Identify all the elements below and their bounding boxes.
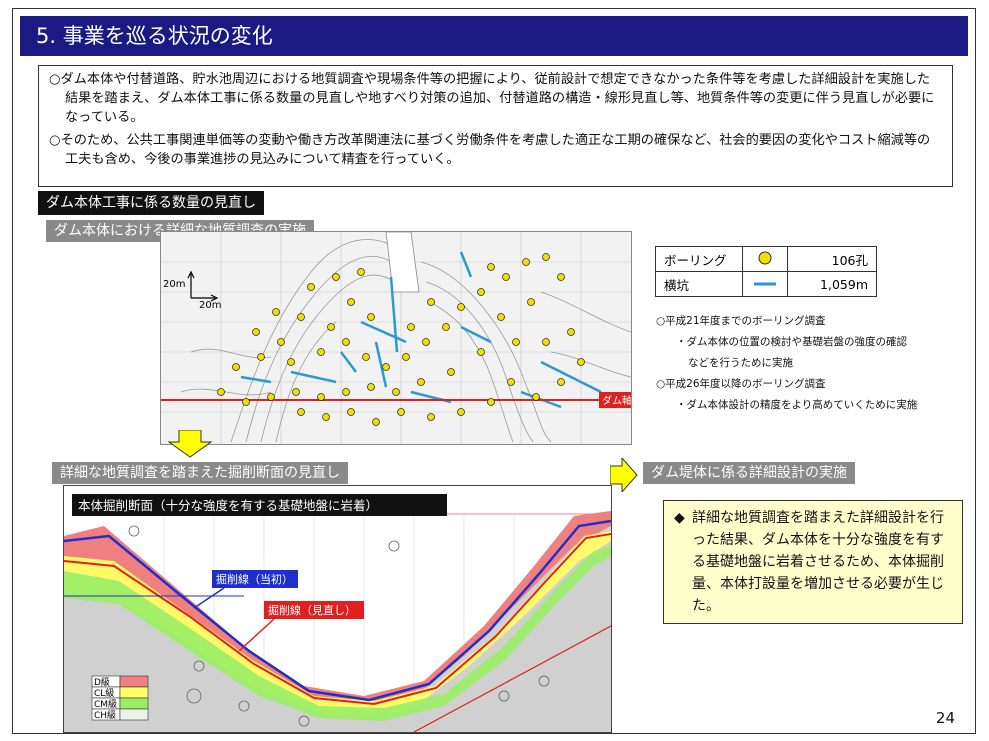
section-header: ダム本体工事に係る数量の見直し <box>38 191 264 215</box>
excavation-section-drawing: 本体掘削断面（十分な強度を有する基礎地盤に岩着） 掘削線（当初） 掘削線（見直し… <box>64 486 611 732</box>
slide-title: 5. 事業を巡る状況の変化 <box>20 16 968 56</box>
note-4: ○平成26年度以降のボーリング調査 <box>656 378 826 390</box>
legend-value-boring: 106孔 <box>787 246 877 272</box>
legend-label-adit: 横坑 <box>655 271 743 297</box>
revised-line-badge <box>264 601 364 619</box>
dam-axis-badge <box>599 392 631 408</box>
intro-paragraph-2: ○そのため、公共工事関連単価等の変動や働き方改革関連法に基づく労働条件を考慮した… <box>49 133 931 167</box>
sub-header-design: ダム堤体に係る詳細設計の実施 <box>643 462 855 484</box>
rock-class-ch: CH級 <box>94 709 116 721</box>
initial-line-badge <box>212 570 298 588</box>
scale-vertical-label: 20m <box>163 279 185 290</box>
yellow-circle-icon <box>758 251 772 264</box>
legend-row-adit: 横坑 1,059m <box>655 271 877 297</box>
intro-box: ○ダム本体や付替道路、貯水池周辺における地質調査や現場条件等の把握により、従前設… <box>38 65 953 187</box>
sub-header-excavation: 詳細な地質調査を踏まえた掘削断面の見直し <box>52 462 348 484</box>
slide: 5. 事業を巡る状況の変化 ○ダム本体や付替道路、貯水池周辺における地質調査や現… <box>12 8 976 734</box>
section-caption-bg <box>72 494 447 516</box>
note-2: ・ダム本体の位置の検討や基礎岩盤の強度の確認 <box>676 336 907 348</box>
note-1: ○平成21年度までのボーリング調査 <box>656 315 826 327</box>
rock-class-cm: CM級 <box>94 698 117 710</box>
survey-map-drawing: 20m 20m ダム軸 <box>161 232 631 444</box>
legend-row-boring: ボーリング 106孔 <box>655 246 877 272</box>
callout-text: 詳細な地質調査を踏まえた詳細設計を行った結果、ダム本体を十分な強度を有する基礎地… <box>692 510 944 614</box>
dam-axis-label: ダム軸 <box>602 394 631 407</box>
note-3: などを行うために実施 <box>688 357 793 369</box>
note-5: ・ダム本体設計の精度をより高めていくために実施 <box>676 399 918 411</box>
legend-table: ボーリング 106孔 横坑 1,059m <box>655 246 877 297</box>
intro-paragraph-1: ○ダム本体や付替道路、貯水池周辺における地質調査や現場条件等の把握により、従前設… <box>49 72 935 125</box>
down-arrow-icon <box>167 430 213 458</box>
rock-class-cl: CL級 <box>94 687 114 699</box>
revised-line-label: 掘削線（見直し） <box>268 603 356 617</box>
rock-class-legend: D級 CL級 CM級 CH級 <box>91 675 149 721</box>
page-number: 24 <box>935 709 955 727</box>
conclusion-callout: ◆ 詳細な地質調査を踏まえた詳細設計を行った結果、ダム本体を十分な強度を有する基… <box>663 500 963 624</box>
blue-line-icon <box>754 282 776 285</box>
rock-class-d: D級 <box>94 676 110 688</box>
section-caption: 本体掘削断面（十分な強度を有する基礎地盤に岩着） <box>78 498 378 513</box>
scale-arrow-icon <box>187 270 219 302</box>
initial-line-label: 掘削線（当初） <box>216 572 293 586</box>
legend-label-boring: ボーリング <box>655 246 743 272</box>
survey-map: 20m 20m ダム軸 <box>160 231 632 445</box>
scale-horizontal-label: 20m <box>199 300 221 311</box>
survey-notes: ○平成21年度までのボーリング調査 ・ダム本体の位置の検討や基礎岩盤の強度の確認… <box>656 311 975 416</box>
diamond-icon: ◆ <box>674 510 685 526</box>
legend-value-adit: 1,059m <box>787 271 877 297</box>
excavation-section: 本体掘削断面（十分な強度を有する基礎地盤に岩着） 掘削線（当初） 掘削線（見直し… <box>63 485 612 733</box>
right-arrow-icon <box>610 458 638 492</box>
